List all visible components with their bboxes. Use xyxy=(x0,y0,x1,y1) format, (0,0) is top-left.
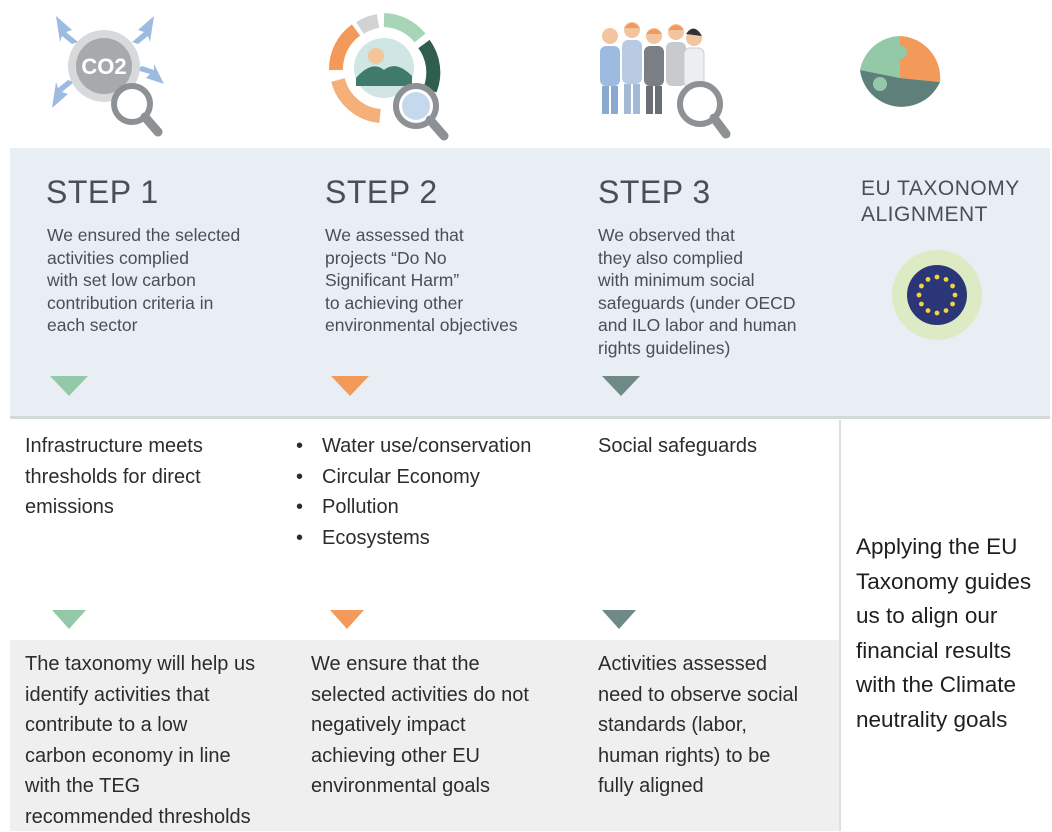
step-1-explanation: The taxonomy will help us identify activ… xyxy=(25,653,256,828)
star-icon xyxy=(950,283,955,289)
star-icon xyxy=(943,277,949,282)
star-icon xyxy=(934,310,940,316)
step-1-criteria: Infrastructure meets thresholds for dire… xyxy=(25,435,203,518)
star-icon xyxy=(919,301,924,307)
explanation-band xyxy=(10,640,840,831)
alignment-title: EU TAXONOMY ALIGNMENT xyxy=(861,177,1020,226)
workers-magnifier-icon xyxy=(600,22,731,139)
puzzle-icon xyxy=(860,36,941,107)
band-divider xyxy=(10,416,1050,419)
step-1-down-arrow-icon xyxy=(50,376,88,396)
svg-text:CO2: CO2 xyxy=(81,54,126,79)
step-3-description: We observed that they also complied with… xyxy=(598,225,797,358)
step-2-explanation: We ensure that the selected activities d… xyxy=(311,653,529,797)
step-2-criteria-list: •Water use/conservation •Circular Econom… xyxy=(290,431,570,553)
step-2-down-arrow-icon xyxy=(330,610,364,629)
step-1-title: STEP 1 xyxy=(46,174,159,210)
list-item: •Pollution xyxy=(296,496,399,518)
eu-flag-icon xyxy=(892,250,982,340)
environment-wheel-magnifier-icon xyxy=(329,13,449,141)
arrow-icon xyxy=(56,16,78,44)
star-icon xyxy=(916,292,922,298)
step-2-down-arrow-icon xyxy=(331,376,369,396)
column-divider xyxy=(839,420,841,831)
step-3-down-arrow-icon xyxy=(602,376,640,396)
step-3-down-arrow-icon xyxy=(602,610,636,629)
arrow-icon xyxy=(52,80,74,108)
star-icon xyxy=(919,283,924,289)
star-icon xyxy=(950,301,955,307)
arrow-icon xyxy=(136,64,164,84)
step-1-down-arrow-icon xyxy=(52,610,86,629)
star-icon xyxy=(952,292,958,298)
star-icon xyxy=(943,308,949,313)
list-item: •Water use/conservation xyxy=(296,435,532,457)
step-1-description: We ensured the selected activities compl… xyxy=(47,225,241,335)
star-icon xyxy=(925,277,931,282)
list-item: •Ecosystems xyxy=(296,526,430,549)
step-2-description: We assessed that projects “Do No Signifi… xyxy=(325,225,518,335)
step-3-criteria: Social safeguards xyxy=(598,435,757,457)
list-item: •Circular Economy xyxy=(296,465,480,488)
co2-magnifier-icon: CO2 xyxy=(52,16,164,137)
star-icon xyxy=(925,308,931,313)
arrow-icon xyxy=(132,16,154,44)
step-3-title: STEP 3 xyxy=(598,174,711,210)
steps-band xyxy=(10,148,1050,418)
star-icon xyxy=(934,274,940,280)
step-2-title: STEP 2 xyxy=(325,174,438,210)
step-3-explanation: Activities assessed need to observe soci… xyxy=(598,653,799,797)
alignment-text: Applying the EU Taxonomy guides us to al… xyxy=(856,534,1032,732)
